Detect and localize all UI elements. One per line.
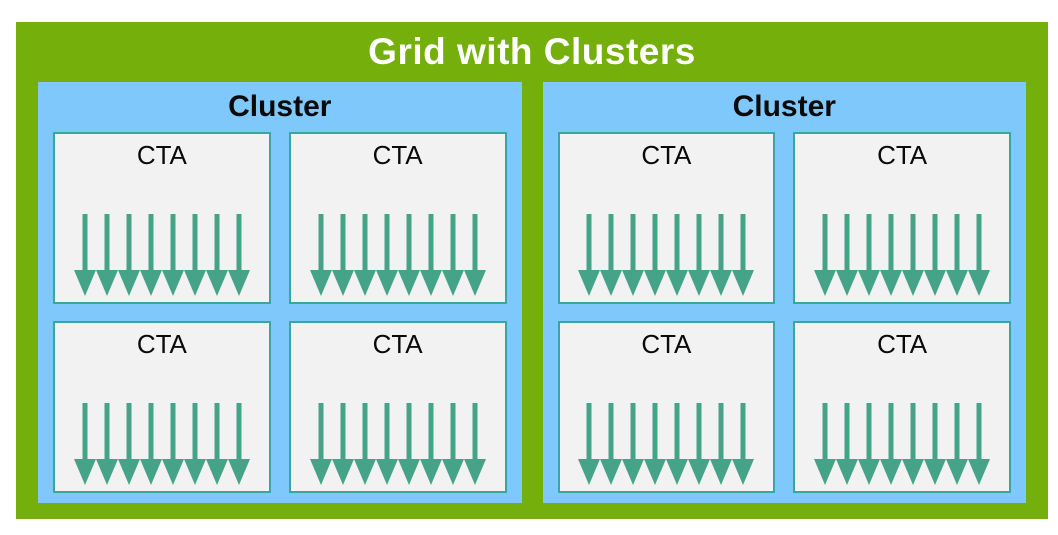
- cta-box: CTA: [53, 132, 271, 304]
- thread-arrows: [309, 214, 486, 296]
- cta-label: CTA: [641, 140, 692, 170]
- thread-arrow-svg: [73, 214, 250, 296]
- cta-box: CTA: [793, 321, 1011, 493]
- grid-title: Grid with Clusters: [368, 31, 696, 72]
- cluster-label: Cluster: [732, 90, 836, 123]
- clusters-row: Cluster CTA CTA CTA CTA: [16, 82, 1048, 519]
- thread-arrow-svg: [814, 214, 991, 296]
- thread-arrow-svg: [578, 214, 755, 296]
- cta-label: CTA: [372, 140, 423, 170]
- thread-arrows: [814, 214, 991, 296]
- grid-container: Grid with Clusters Cluster CTA CTA CTA: [16, 22, 1048, 519]
- cluster-label: Cluster: [228, 90, 332, 123]
- thread-arrows: [578, 214, 755, 296]
- cta-box: CTA: [793, 132, 1011, 304]
- cta-grid: CTA CTA CTA CTA: [543, 132, 1027, 503]
- thread-arrow-svg: [578, 403, 755, 485]
- cta-box: CTA: [53, 321, 271, 493]
- thread-arrow-svg: [309, 214, 486, 296]
- cta-label: CTA: [372, 329, 423, 359]
- thread-arrows: [578, 403, 755, 485]
- cta-label: CTA: [641, 329, 692, 359]
- cta-box: CTA: [557, 321, 776, 493]
- cta-box: CTA: [288, 321, 507, 493]
- cta-label: CTA: [877, 329, 928, 359]
- thread-arrow-svg: [309, 403, 486, 485]
- cluster-box-1: Cluster CTA CTA CTA CTA: [38, 82, 522, 503]
- thread-arrow-svg: [73, 403, 250, 485]
- cta-box: CTA: [288, 132, 507, 304]
- cta-grid: CTA CTA CTA CTA: [38, 132, 522, 503]
- thread-arrows: [814, 403, 991, 485]
- thread-arrows: [73, 403, 250, 485]
- thread-arrows: [309, 403, 486, 485]
- cta-label: CTA: [877, 140, 928, 170]
- cluster-box-2: Cluster CTA CTA CTA CTA: [542, 82, 1027, 503]
- thread-arrow-svg: [814, 403, 991, 485]
- thread-arrows: [73, 214, 250, 296]
- cta-box: CTA: [557, 132, 776, 304]
- cta-label: CTA: [136, 140, 187, 170]
- cta-label: CTA: [136, 329, 187, 359]
